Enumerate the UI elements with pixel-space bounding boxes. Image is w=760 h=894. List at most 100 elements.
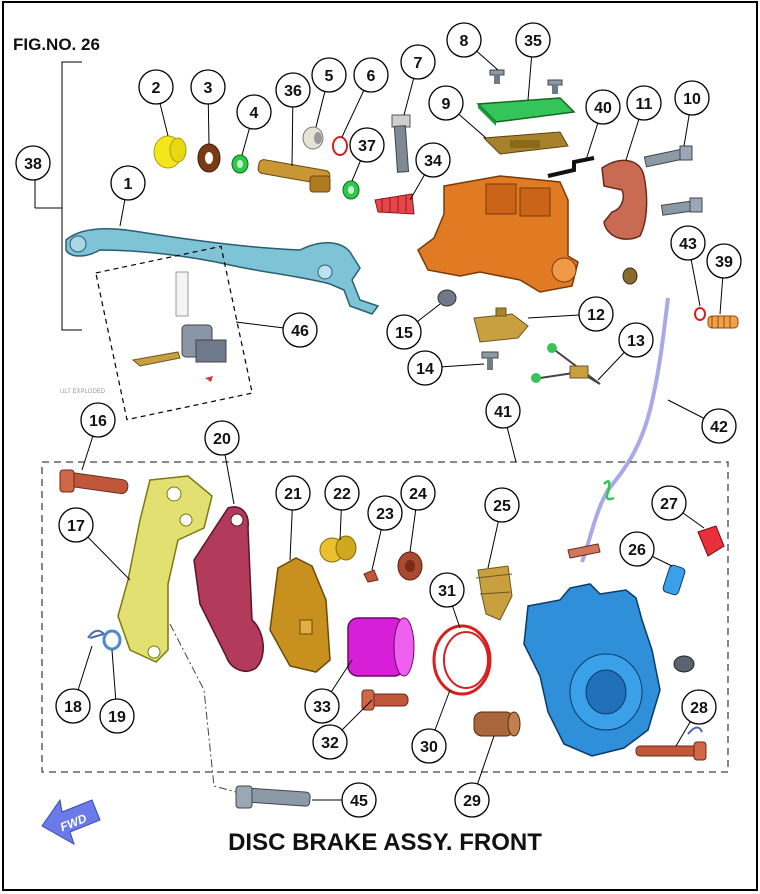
- cap-screw-a: [489, 69, 505, 84]
- callout-number-18: 18: [64, 699, 82, 716]
- collar-5: [302, 126, 324, 150]
- callout-circle-13: [618, 322, 654, 358]
- callout-number-12: 12: [587, 307, 605, 324]
- callout-number-3: 3: [204, 80, 213, 97]
- callout-number-36: 36: [284, 83, 302, 100]
- callout-number-23: 23: [376, 506, 394, 523]
- callout-number-35: 35: [524, 33, 542, 50]
- rubber-cap-27: [697, 525, 725, 557]
- callout-circle-1: [110, 165, 146, 201]
- callout-number-42: 42: [710, 419, 728, 436]
- pad-spring-25: [475, 565, 513, 621]
- callout-circle-45: [341, 782, 377, 818]
- callout-number-13: 13: [627, 333, 645, 350]
- bleed-fitting-29: [473, 711, 521, 737]
- callout-circle-11: [626, 85, 662, 121]
- callout-number-6: 6: [367, 68, 376, 85]
- callout-circle-21: [275, 475, 311, 511]
- callout-circle-37: [349, 127, 385, 163]
- callout-circle-43: [670, 225, 706, 261]
- washer-19: [102, 629, 122, 651]
- callout-circle-9: [428, 85, 464, 121]
- bracket-38: [61, 61, 82, 331]
- banjo-bolt-39: [707, 315, 739, 329]
- oring-4: [231, 154, 249, 174]
- mount-bolt-45: [235, 785, 311, 809]
- handlebar-clamp: [601, 159, 648, 240]
- callout-number-40: 40: [594, 100, 612, 117]
- callout-number-46: 46: [291, 323, 309, 340]
- slide-pin-16: [59, 469, 129, 495]
- bleed-cap: [673, 655, 695, 673]
- hose-fitting: [567, 543, 601, 559]
- callout-number-28: 28: [690, 700, 708, 717]
- callout-number-21: 21: [284, 486, 302, 503]
- callout-circle-31: [429, 572, 465, 608]
- callout-number-31: 31: [438, 583, 456, 600]
- callout-circle-35: [515, 22, 551, 58]
- callout-circle-8: [446, 22, 482, 58]
- mounting-bracket-17: [117, 475, 213, 663]
- piston-33: [347, 617, 415, 677]
- callout-circle-10: [674, 80, 710, 116]
- callout-number-5: 5: [325, 68, 334, 85]
- rubber-strip-40: [547, 156, 595, 178]
- callout-circle-34: [415, 142, 451, 178]
- callout-number-30: 30: [420, 739, 438, 756]
- brake-lever: [65, 227, 380, 315]
- callout-circle-3: [190, 69, 226, 105]
- callout-circle-25: [484, 487, 520, 523]
- callout-number-25: 25: [493, 498, 511, 515]
- callout-circle-36: [275, 72, 311, 108]
- cup-37: [342, 180, 360, 200]
- callout-number-2: 2: [152, 80, 161, 97]
- brake-pad-21: [269, 557, 331, 673]
- callout-circle-22: [324, 475, 360, 511]
- caliper-body: [523, 583, 661, 757]
- callout-number-39: 39: [715, 254, 733, 271]
- oring-43: [694, 307, 706, 321]
- callout-number-7: 7: [414, 55, 423, 72]
- callout-circle-4: [236, 94, 272, 130]
- callout-circle-6: [353, 57, 389, 93]
- callout-number-33: 33: [313, 699, 331, 716]
- callout-circle-38: [15, 145, 51, 181]
- callout-circle-2: [138, 69, 174, 105]
- brake-switch-12: [473, 307, 529, 343]
- callout-number-26: 26: [628, 542, 646, 559]
- master-cylinder: [417, 175, 579, 293]
- callout-number-37: 37: [358, 138, 376, 155]
- callout-circle-20: [204, 420, 240, 456]
- switch-wires-13: [531, 343, 601, 385]
- bushing-2: [153, 135, 187, 169]
- clamp-bolt-10a: [643, 145, 693, 168]
- callout-number-24: 24: [409, 486, 427, 503]
- callout-circle-7: [400, 44, 436, 80]
- callout-circle-5: [311, 57, 347, 93]
- piston-seal-31: [432, 624, 492, 696]
- small-nut: [622, 267, 638, 285]
- callout-number-9: 9: [442, 96, 451, 113]
- switch-screw-14: [481, 351, 499, 370]
- callout-number-32: 32: [321, 735, 339, 752]
- callout-circle-32: [312, 724, 348, 760]
- figure-number: FIG.NO. 26: [13, 35, 100, 54]
- brake-hose: [580, 297, 670, 563]
- diagram-title: DISC BRAKE ASSY. FRONT: [228, 829, 542, 856]
- callout-circle-12: [578, 296, 614, 332]
- callout-number-11: 11: [636, 96, 653, 113]
- reservoir-cap: [476, 97, 576, 126]
- callout-number-16: 16: [89, 413, 107, 430]
- oring-6: [332, 136, 348, 156]
- bushing-22: [319, 535, 357, 563]
- callout-number-8: 8: [460, 33, 469, 50]
- pushrod-36: [257, 159, 331, 193]
- callout-number-14: 14: [416, 361, 434, 378]
- retaining-clip-18: [87, 629, 106, 639]
- slide-pin-32: [361, 689, 409, 711]
- callout-circle-29: [454, 782, 490, 818]
- callout-number-17: 17: [67, 518, 85, 535]
- pivot-pin-assy: [131, 271, 227, 382]
